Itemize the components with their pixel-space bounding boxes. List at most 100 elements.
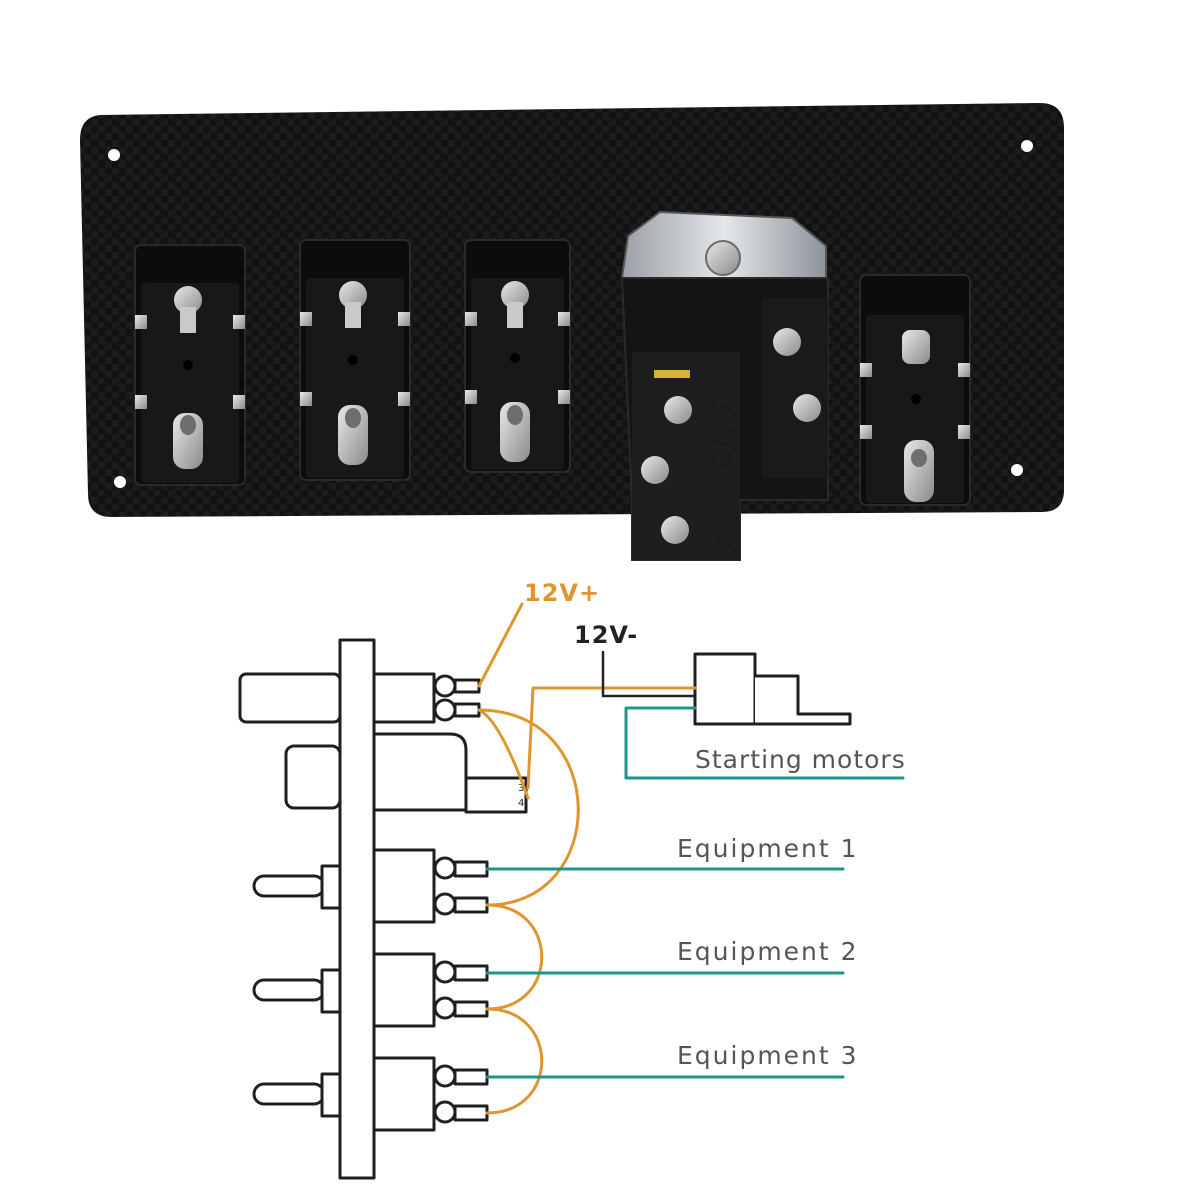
center-rivet xyxy=(348,355,358,365)
terminal-clip xyxy=(860,425,872,439)
terminal-icon xyxy=(433,1100,457,1124)
screw-terminal-icon xyxy=(773,328,801,356)
terminal-clip xyxy=(860,363,872,377)
terminal-clip xyxy=(300,392,312,406)
mounting-hole-bottom-left xyxy=(114,476,126,488)
terminal-lug xyxy=(453,678,481,694)
terminal-icon xyxy=(433,1064,457,1088)
toggle-collar xyxy=(320,1072,342,1118)
terminal-icon xyxy=(433,892,457,916)
terminal-lug xyxy=(453,1068,489,1086)
screw-post xyxy=(180,307,196,333)
screw-terminal-icon xyxy=(793,394,821,422)
terminal-icon xyxy=(433,856,457,880)
terminal-icon xyxy=(433,698,457,722)
bracket-screw-icon xyxy=(705,240,741,276)
switch-rear-body xyxy=(372,1056,436,1132)
start-pin-4: 4 xyxy=(518,798,524,809)
wire-start-pin-3-to-relay xyxy=(526,686,697,790)
equipment-switch-1-symbol xyxy=(252,848,489,924)
terminal-clip xyxy=(135,315,147,329)
switch-panel-photo: 3 NO 4 xyxy=(80,103,1064,561)
blade-hole xyxy=(180,415,196,435)
terminal-clip xyxy=(135,395,147,409)
screw-post xyxy=(507,302,523,328)
terminal-lug xyxy=(453,702,481,718)
switch-rear-body xyxy=(372,848,436,924)
toggle-switch-2 xyxy=(299,239,411,481)
toggle-switch-1 xyxy=(134,244,246,486)
label-equipment-1: Equipment 1 xyxy=(677,834,859,863)
terminal-label-no: NO xyxy=(705,428,735,468)
screw-terminal-icon xyxy=(661,516,689,544)
center-rivet xyxy=(510,353,520,363)
label-12v-negative: 12V- xyxy=(574,621,638,649)
terminal-lug xyxy=(453,1000,489,1018)
blade-terminal xyxy=(902,330,930,364)
center-rivet xyxy=(911,394,921,404)
screw-post xyxy=(345,302,361,328)
mounting-hole-top-left xyxy=(108,149,120,161)
terminal-clip xyxy=(398,312,410,326)
wire-to-start-pin-4 xyxy=(477,708,530,800)
switch-body xyxy=(141,283,239,483)
toggle-lever xyxy=(252,1082,326,1106)
screw-terminal-icon xyxy=(641,456,669,484)
start-button-symbol xyxy=(284,732,528,814)
toggle-lever xyxy=(252,978,326,1002)
top-switch-symbol xyxy=(238,672,481,724)
switch-body xyxy=(866,315,964,503)
switch-body xyxy=(306,278,404,478)
terminal-clip xyxy=(558,390,570,404)
terminal-clip xyxy=(465,390,477,404)
terminal-lug xyxy=(453,896,489,914)
blade-hole xyxy=(911,449,927,467)
terminal-icon xyxy=(433,996,457,1020)
equipment-switch-2-symbol xyxy=(252,952,489,1028)
relay-box xyxy=(693,652,757,726)
button-rear-body xyxy=(372,732,468,812)
toggle-collar xyxy=(320,864,342,910)
terminal-clip xyxy=(398,392,410,406)
label-starting-motors: Starting motors xyxy=(695,745,906,774)
terminal-clip xyxy=(233,395,245,409)
switch-rear-body xyxy=(372,672,436,724)
equipment-switch-3-symbol xyxy=(252,1056,489,1132)
blade-hole xyxy=(507,405,523,425)
mounting-hole-bottom-right xyxy=(1011,464,1023,476)
terminal-clip xyxy=(958,363,970,377)
terminal-lug xyxy=(453,964,489,982)
feed-wire-12v-positive xyxy=(477,602,524,688)
switch-front-cap xyxy=(238,672,342,724)
terminal-label-3: 3 xyxy=(705,400,735,417)
toggle-lever xyxy=(252,874,326,898)
terminal-clip xyxy=(300,312,312,326)
load-wiring xyxy=(485,706,905,1079)
screw-terminal-icon xyxy=(664,396,692,424)
label-equipment-2: Equipment 2 xyxy=(677,937,859,966)
label-12v-positive: 12V+ xyxy=(524,579,600,607)
toggle-switch-4 xyxy=(859,274,971,506)
button-front xyxy=(284,744,342,810)
start-pin-3: 3 xyxy=(518,783,524,794)
button-contact-block xyxy=(464,776,528,814)
switch-body xyxy=(471,278,564,470)
terminal-clip xyxy=(233,315,245,329)
jumper-eq2-to-eq3 xyxy=(485,1007,544,1115)
terminal-icon xyxy=(433,674,457,698)
feed-wire-12v-negative xyxy=(601,650,697,698)
contact-block-right xyxy=(762,298,828,478)
mounting-hole-top-right xyxy=(1021,140,1033,152)
wiring-diagram: 3 4 xyxy=(238,579,906,1180)
jumper-to-equipment-1 xyxy=(477,708,580,907)
terminal-clip xyxy=(558,312,570,326)
wire-starting-motors xyxy=(624,706,905,780)
panel-plate xyxy=(338,638,376,1180)
toggle-switch-3 xyxy=(464,239,571,473)
center-rivet xyxy=(183,360,193,370)
blade-hole xyxy=(345,408,361,428)
starter-relay-symbol xyxy=(693,652,852,726)
toggle-collar xyxy=(320,968,342,1014)
terminal-lug xyxy=(453,1104,489,1122)
label-equipment-3: Equipment 3 xyxy=(677,1041,859,1070)
